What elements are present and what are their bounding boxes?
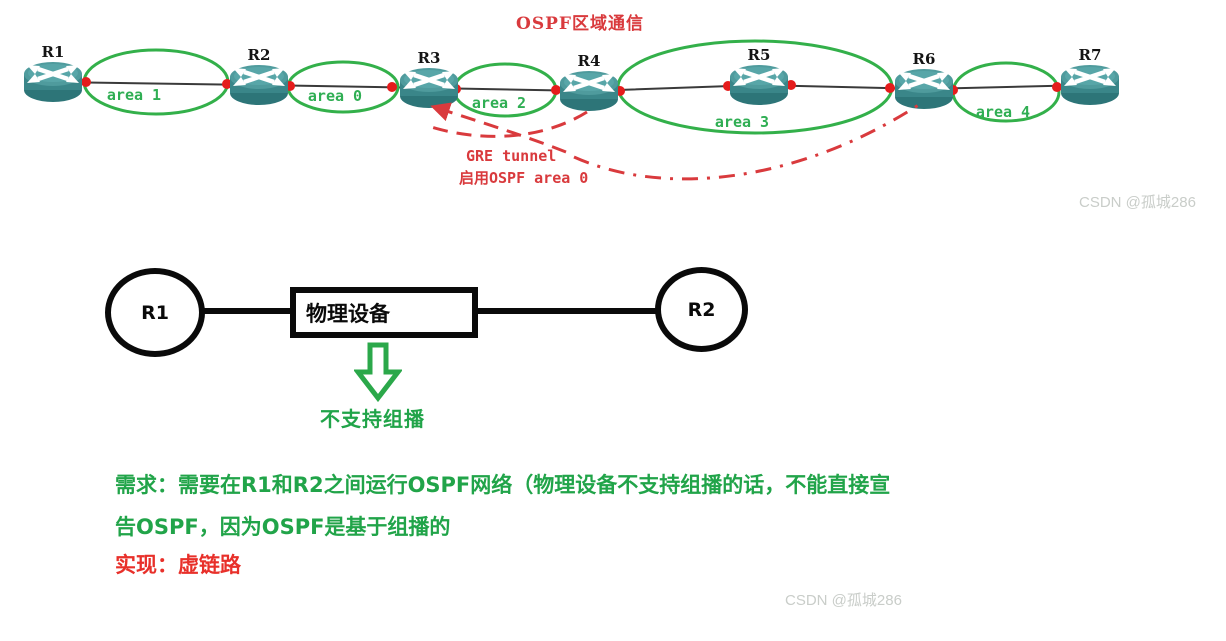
down-arrow-icon xyxy=(354,342,402,402)
requirement-line1: 需求：需要在R1和R2之间运行OSPF网络（物理设备不支持组播的话，不能直接宣 xyxy=(115,473,891,497)
gre-tunnel-curve-to-r6 xyxy=(573,102,921,181)
junction-dot xyxy=(1052,82,1062,92)
node-r1-label: R1 xyxy=(141,301,169,324)
physical-device-box: 物理设备 xyxy=(290,287,478,338)
router-r6-label: R6 xyxy=(913,50,936,68)
area-4-label: area 4 xyxy=(976,103,1030,121)
requirement-line2: 告OSPF，因为OSPF是基于组播的 xyxy=(115,515,451,539)
junction-dot xyxy=(387,82,397,92)
area-3-label: area 3 xyxy=(715,113,769,131)
area-1-label: area 1 xyxy=(107,86,161,104)
node-r2-circle: R2 xyxy=(655,267,748,352)
area-0-label: area 0 xyxy=(308,87,362,105)
router-r5-label: R5 xyxy=(748,46,771,64)
router-r2-label: R2 xyxy=(248,46,271,64)
topology-title: OSPF区域通信 xyxy=(516,13,644,34)
ospf-topology-diagram: OSPF区域通信 R1 R2 R3 R4 R5 xyxy=(0,13,1226,187)
junction-dot xyxy=(81,77,91,87)
router-r3-icon xyxy=(400,68,458,108)
enable-ospf-label: 启用OSPF area 0 xyxy=(459,169,588,187)
watermark-top: CSDN @孤城286 xyxy=(1079,194,1196,211)
router-r5-icon xyxy=(730,65,788,105)
junction-dot xyxy=(885,83,895,93)
junction-dot xyxy=(786,80,796,90)
link-device-to-r2 xyxy=(473,308,659,314)
router-r1-label: R1 xyxy=(42,43,65,61)
gre-tunnel-curve-from-r4 xyxy=(424,110,588,138)
router-r1-icon xyxy=(24,62,82,102)
physical-device-label: 物理设备 xyxy=(306,301,390,326)
link-r1-to-device xyxy=(200,308,295,314)
implementation-note: 实现：虚链路 xyxy=(115,553,241,577)
junction-dot xyxy=(222,79,232,89)
router-r6-icon xyxy=(895,69,953,109)
node-r2-label: R2 xyxy=(687,298,716,321)
router-r7-icon xyxy=(1061,65,1119,105)
router-r3-label: R3 xyxy=(418,49,441,67)
router-r4-label: R4 xyxy=(578,52,601,70)
watermark-bottom: CSDN @孤城286 xyxy=(785,592,902,609)
router-r7-label: R7 xyxy=(1079,46,1102,64)
area-2-label: area 2 xyxy=(472,94,526,112)
gre-tunnel-curve-to-r3 xyxy=(430,102,567,154)
node-r1-circle: R1 xyxy=(105,268,205,357)
gre-tunnel-label: GRE tunnel xyxy=(466,147,556,165)
junction-dot xyxy=(551,85,561,95)
no-multicast-note: 不支持组播 xyxy=(320,407,425,431)
router-r2-icon xyxy=(230,65,288,105)
router-r4-icon xyxy=(560,71,618,111)
